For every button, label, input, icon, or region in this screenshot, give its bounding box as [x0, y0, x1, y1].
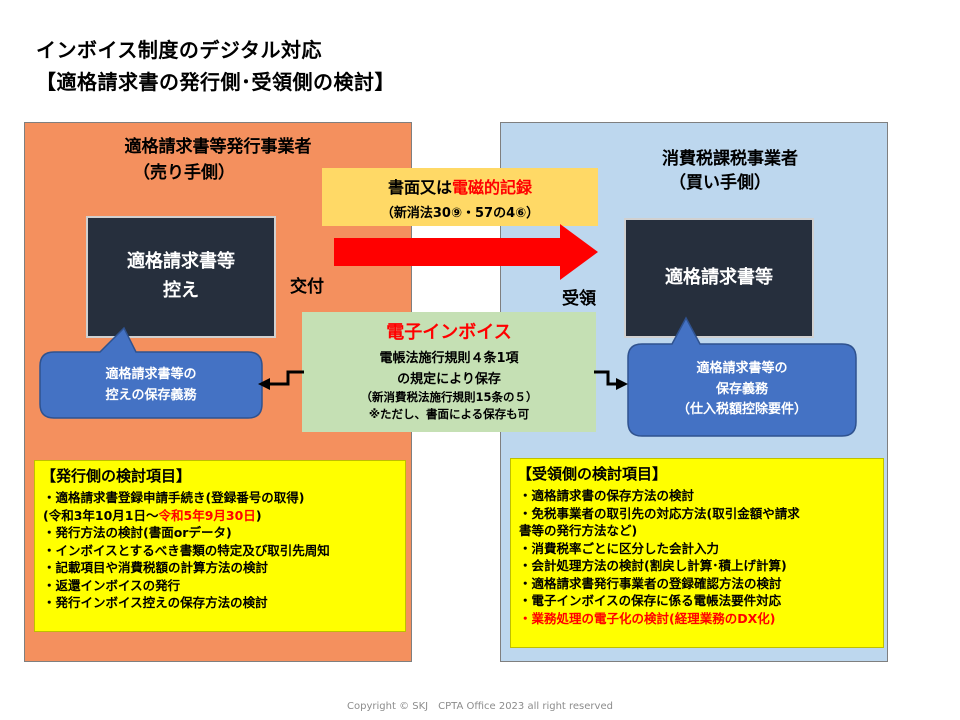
buyer-callout-shape [627, 316, 857, 437]
seller-doc-line1: 適格請求書等 [127, 251, 235, 273]
medium-highlight: 電磁的記録 [452, 178, 533, 197]
receiver-checklist-heading: 【受領側の検討項目】 [517, 465, 668, 483]
buyer-callout: 適格請求書等の 保存義務 （仕入税額控除要件） [628, 346, 856, 434]
issuer-item: ・発行インボイス控えの保存方法の検討 [43, 595, 268, 610]
buyer-heading: 消費税課税事業者 [662, 149, 798, 169]
issuer-item: ・インボイスとするべき書類の特定及び取引先周知 [43, 542, 330, 558]
seller-callout-shape [39, 326, 263, 419]
receiver-item: 書等の発行方法など) [519, 523, 638, 538]
issuer-item-deadline: 令和5年9月30日 [158, 507, 256, 523]
e-invoice-box: 電子インボイス 電帳法施行規則４条1項 の規定により保存 （新消費税法施行規則1… [302, 312, 596, 432]
copyright-text: Copyright © SKJ CPTA Office 2023 all rig… [347, 701, 613, 712]
buyer-callout-line2: 保存義務 [715, 381, 768, 397]
issuer-item-date-end: ) [255, 507, 262, 523]
receiver-item: ・適格請求書発行事業者の登録確認方法の検討 [519, 575, 782, 591]
connector-left [258, 370, 304, 390]
issuer-item: ・記載項目や消費税額の計算方法の検討 [43, 560, 269, 575]
receiver-checklist: 【受領側の検討項目】 ・適格請求書の保存方法の検討 ・免税事業者の取引先の対応方… [510, 458, 884, 648]
issuer-item: ・発行方法の検討(書面orデータ) [43, 525, 232, 540]
issuer-item: ・返還インボイスの発行 [43, 577, 181, 593]
page-title-line1: インボイス制度のデジタル対応 [36, 38, 322, 62]
medium-law: （新消法30⑨・57の4⑥） [380, 206, 540, 221]
receiver-item: ・免税事業者の取引先の対応方法(取引金額や請求 [519, 505, 800, 521]
seller-callout-line1: 適格請求書等の [105, 367, 197, 383]
receiver-item: ・適格請求書の保存方法の検討 [519, 488, 695, 503]
e-invoice-line4: ※ただし、書面による保存も可 [368, 407, 530, 421]
seller-invoice-copy-box: 適格請求書等 控え [86, 216, 276, 338]
e-invoice-line3: （新消費税法施行規則15条の５） [360, 390, 538, 404]
connector-right [594, 370, 628, 390]
receiver-item: ・会計処理方法の検討(割戻し計算･積上げ計算) [519, 558, 787, 573]
medium-prefix: 書面又は [387, 178, 452, 197]
medium-box: 書面又は電磁的記録 （新消法30⑨・57の4⑥） [322, 168, 598, 226]
issuer-checklist: 【発行側の検討項目】 ・適格請求書登録申請手続き(登録番号の取得) (令和3年1… [34, 460, 406, 632]
seller-callout-line2: 控えの保存義務 [105, 388, 197, 403]
seller-doc-line2: 控え [163, 280, 199, 301]
seller-callout: 適格請求書等の 控えの保存義務 [40, 354, 262, 418]
e-invoice-line1: 電帳法施行規則４条1項 [379, 351, 519, 366]
buyer-callout-line1: 適格請求書等の [696, 360, 788, 376]
e-invoice-line2: の規定により保存 [397, 372, 501, 387]
page-title-line2: 【適格請求書の発行側･受領側の検討】 [36, 70, 395, 94]
issuer-item: (令和3年10月1日～令和5年9月30日) [43, 507, 405, 525]
medium-line: 書面又は電磁的記録 [322, 174, 598, 198]
issue-label: 交付 [290, 277, 324, 297]
issuer-item: ・適格請求書登録申請手続き(登録番号の取得) [43, 490, 305, 505]
receiver-item: ・消費税率ごとに区分した会計入力 [519, 540, 720, 556]
buyer-subheading: （買い手側） [669, 173, 771, 193]
buyer-callout-line3: （仕入税額控除要件） [676, 402, 807, 418]
receive-label: 受領 [562, 289, 596, 309]
seller-heading: 適格請求書等発行事業者 [124, 137, 312, 157]
buyer-doc-label: 適格請求書等 [665, 266, 773, 288]
issuer-checklist-heading: 【発行側の検討項目】 [41, 467, 192, 485]
delivery-arrow [334, 224, 598, 280]
e-invoice-title: 電子インボイス [386, 322, 512, 343]
receiver-item-highlight: ・業務処理の電子化の検討(経理業務のDX化) [519, 610, 776, 626]
seller-subheading: （売り手側） [133, 163, 235, 183]
issuer-item-date-start: (令和3年10月1日～ [43, 507, 159, 523]
receiver-item: ・電子インボイスの保存に係る電帳法要件対応 [519, 593, 782, 608]
buyer-invoice-box: 適格請求書等 [624, 218, 814, 338]
